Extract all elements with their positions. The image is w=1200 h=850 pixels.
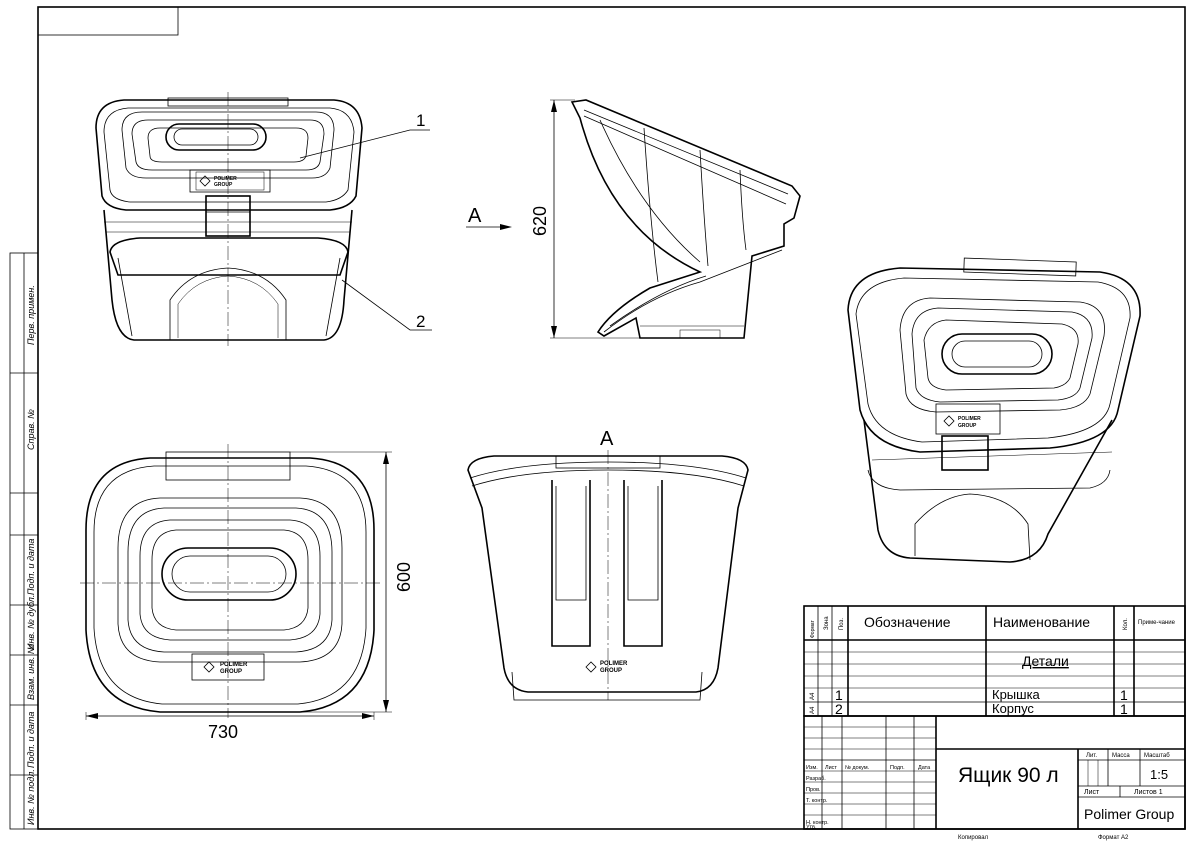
view-arrow xyxy=(466,224,512,230)
spec-row: А4 2 Корпус 1 xyxy=(810,701,1128,717)
spec-row-name: Крышка xyxy=(992,687,1041,702)
depth-dimension xyxy=(290,451,392,713)
spec-row-qty: 1 xyxy=(1120,701,1128,717)
tb-lit-label: Лит. xyxy=(1086,753,1097,759)
rear-view-a xyxy=(467,450,749,701)
margin-label-first-use: Перв. примен. xyxy=(26,285,36,345)
leader-label-2: 2 xyxy=(416,312,425,331)
spec-header-note: Приме-чание xyxy=(1138,620,1176,626)
tb-company: Polimer Group xyxy=(1084,806,1174,822)
tb-role-approved: Утв. xyxy=(806,825,817,831)
top-logo: POLIMER GROUP xyxy=(203,661,248,675)
spec-row-format: А4 xyxy=(810,706,816,714)
tb-col-change: Изм. xyxy=(806,765,818,771)
title-block xyxy=(803,715,1186,830)
iso-logo-line1: POLIMER xyxy=(958,416,981,422)
spec-row-pos: 2 xyxy=(835,701,843,717)
drawing-frame xyxy=(9,6,1186,830)
side-view xyxy=(570,99,801,339)
spec-row-qty: 1 xyxy=(1120,687,1128,703)
tb-scale-value: 1:5 xyxy=(1150,767,1168,782)
rear-view-label: A xyxy=(600,428,614,450)
logo-icon xyxy=(585,661,597,673)
margin-label-sign-date-1: Подп. и дата xyxy=(26,539,36,595)
rear-logo-line2: GROUP xyxy=(600,668,622,674)
isometric-view xyxy=(847,257,1141,563)
width-dimension xyxy=(85,712,375,720)
tb-col-sheet: Лист xyxy=(825,765,837,771)
top-view xyxy=(80,444,380,718)
tb-sheets-label: Листов 1 xyxy=(1134,789,1163,796)
spec-header-name: Наименование xyxy=(993,614,1090,630)
tb-col-date: Дата xyxy=(918,765,931,771)
leader-label-1: 1 xyxy=(416,111,425,130)
rear-logo: POLIMER GROUP xyxy=(585,661,628,674)
width-dimension-label: 730 xyxy=(208,722,238,742)
spec-row-pos: 1 xyxy=(835,687,843,703)
spec-row-name: Корпус xyxy=(992,701,1034,716)
isometric-logo: POLIMER GROUP xyxy=(943,415,981,429)
top-logo-line2: GROUP xyxy=(220,669,242,675)
logo-icon xyxy=(203,661,215,673)
front-logo: POLIMER GROUP xyxy=(199,175,237,188)
tb-role-developer: Разраб. xyxy=(806,776,826,782)
height-dimension-label: 620 xyxy=(530,206,550,236)
spec-header-designation: Обозначение xyxy=(864,614,951,630)
leader-lines xyxy=(299,129,432,331)
tb-scale-label: Масштаб xyxy=(1144,753,1170,759)
logo-line1: POLIMER xyxy=(214,176,237,182)
tb-col-docnum: № докум. xyxy=(845,765,870,771)
tb-role-tech-control: Т. контр. xyxy=(806,798,828,804)
logo-icon xyxy=(199,175,211,187)
spec-header-qty: Кол. xyxy=(1123,618,1129,630)
iso-logo-line2: GROUP xyxy=(958,423,977,429)
margin-label-reference: Справ. № xyxy=(26,409,36,450)
spec-row: А4 1 Крышка 1 xyxy=(810,687,1128,703)
spec-header-pos: Поз. xyxy=(839,618,845,630)
tb-mass-label: Масса xyxy=(1112,753,1130,759)
spec-header-zone: Зона xyxy=(824,616,830,630)
margin-label-orig-inv: Инв. № подл. xyxy=(26,769,36,825)
margin-label-sign-date-2: Подп. и дата xyxy=(26,712,36,768)
tb-title: Ящик 90 л xyxy=(958,764,1059,787)
rear-logo-line1: POLIMER xyxy=(600,661,628,667)
logo-icon xyxy=(943,415,955,427)
margin-label-dup-inv: Инв. № дубл. xyxy=(26,595,36,650)
spec-section-title: Детали xyxy=(1022,653,1069,669)
footer-format: Формат А2 xyxy=(1098,835,1129,841)
spec-header-format: Формат xyxy=(810,620,816,638)
front-view xyxy=(95,92,363,346)
spec-row-format: А4 xyxy=(810,692,816,700)
footer-copied: Копировал xyxy=(958,835,989,841)
tb-role-checker: Пров. xyxy=(806,787,821,793)
height-dimension xyxy=(550,99,640,339)
top-logo-line1: POLIMER xyxy=(220,662,248,668)
view-arrow-label: A xyxy=(468,205,482,227)
tb-role-norm-control: Н. контр. xyxy=(806,820,829,826)
logo-line2: GROUP xyxy=(214,182,233,188)
tb-sheet-label: Лист xyxy=(1084,789,1100,796)
tb-col-sign: Подп. xyxy=(890,765,905,771)
margin-label-replace-inv: Взам. инв. № xyxy=(26,644,36,700)
depth-dimension-label: 600 xyxy=(394,562,414,592)
